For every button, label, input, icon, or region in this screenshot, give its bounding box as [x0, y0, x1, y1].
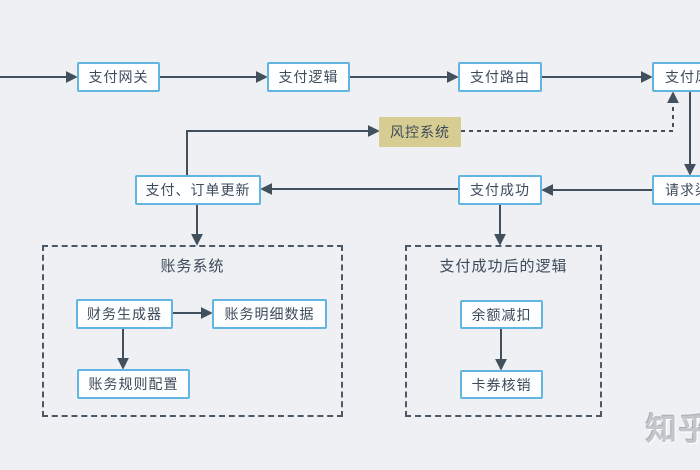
node-payment-success: 支付成功: [458, 175, 542, 205]
zhihu-watermark: 知乎: [646, 412, 700, 447]
container-post-success-logic: 支付成功后的逻辑: [405, 245, 602, 417]
node-balance-deduction: 余额减扣: [460, 300, 543, 329]
node-coupon-writeoff: 卡券核销: [460, 370, 543, 399]
container-post-success-label: 支付成功后的逻辑: [439, 258, 568, 275]
node-finance-generator: 财务生成器: [76, 299, 173, 329]
node-accounting-detail-data: 账务明细数据: [212, 299, 327, 329]
node-payment-logic: 支付逻辑: [267, 62, 350, 92]
node-payment-gateway: 支付网关: [77, 62, 160, 92]
container-accounting-label: 账务系统: [160, 258, 225, 275]
node-request-channel: 请求渠道: [652, 175, 700, 205]
container-accounting-system: 账务系统: [42, 245, 343, 417]
node-payment-order-update: 支付、订单更新: [135, 175, 261, 205]
node-payment-routing: 支付路由: [458, 62, 542, 92]
node-accounting-rules-config: 账务规则配置: [77, 369, 190, 399]
node-risk-system: 风控系统: [379, 117, 461, 147]
